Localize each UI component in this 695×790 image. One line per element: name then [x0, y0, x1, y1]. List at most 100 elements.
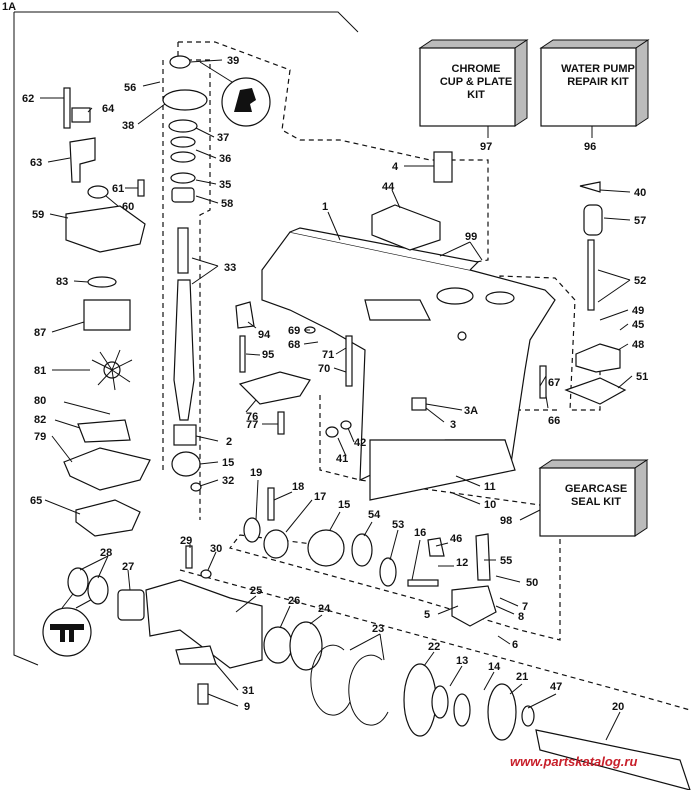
- part-washer: [170, 136, 196, 148]
- callout-80: 80: [34, 395, 46, 407]
- callout-48: 48: [632, 339, 644, 351]
- part-screw: [197, 683, 209, 705]
- callout-19: 19: [250, 467, 262, 479]
- part-ring: [170, 172, 196, 184]
- callout-50: 50: [526, 577, 538, 589]
- part-needle-bearing: [173, 424, 197, 446]
- callout-29: 29: [180, 535, 192, 547]
- callout-67: 67: [548, 377, 560, 389]
- part-pump-housing: [65, 205, 146, 253]
- frame-line-left: [13, 12, 39, 666]
- part-shift-shaft: [475, 533, 491, 581]
- callout-27: 27: [122, 561, 134, 573]
- part-o-ring: [87, 276, 117, 288]
- callout-31: 31: [242, 685, 254, 697]
- callout-71: 71: [322, 349, 334, 361]
- part-clip: [579, 181, 601, 193]
- kit-number: 98: [500, 515, 512, 527]
- part-stud: [63, 87, 71, 129]
- part-o-ring: [289, 621, 323, 671]
- callout-95: 95: [262, 349, 274, 361]
- callout-22: 22: [428, 641, 440, 653]
- kit-label-line1: CHROME: [452, 63, 501, 75]
- callout-33: 33: [224, 262, 236, 274]
- part-bearing: [171, 187, 195, 203]
- callout-28: 28: [100, 547, 112, 559]
- callout-62: 62: [22, 93, 34, 105]
- part-pin: [521, 705, 535, 727]
- driveshaft-group-outline: [177, 42, 211, 520]
- part-anode: [411, 397, 427, 411]
- seal-tool-icon: [42, 589, 99, 657]
- callout-10: 10: [484, 499, 496, 511]
- callout-7: 7: [522, 601, 528, 613]
- kit-label-line3: KIT: [467, 89, 485, 101]
- callout-18: 18: [292, 481, 304, 493]
- callout-1: 1: [322, 201, 328, 213]
- part-bearing-housing: [162, 89, 208, 111]
- callout-3: 3: [450, 419, 456, 431]
- callout-4: 4: [392, 161, 399, 173]
- kit-number: 97: [480, 141, 492, 153]
- callout-13: 13: [456, 655, 468, 667]
- part-bearing-cup: [351, 533, 373, 567]
- kit-box-gearcase-seal: GEARCASE SEAL KIT 98: [500, 459, 649, 537]
- part-bellows: [583, 204, 603, 236]
- callout-64: 64: [102, 103, 115, 115]
- part-trim-tab: [238, 371, 311, 405]
- part-plate: [63, 447, 151, 491]
- part-grommet: [71, 107, 91, 123]
- diagram-id-label: 1A: [2, 1, 16, 13]
- callout-77: 77: [246, 419, 258, 431]
- part-driveshaft-upper: [177, 227, 189, 274]
- callout-99: 99: [465, 231, 477, 243]
- part-propeller-shaft: [535, 729, 691, 790]
- callout-81: 81: [34, 365, 46, 377]
- callout-14: 14: [488, 661, 501, 673]
- callout-53: 53: [392, 519, 404, 531]
- kit-number: 96: [584, 141, 596, 153]
- part-bearing: [263, 626, 293, 664]
- part-reverse-gear-bearing: [403, 663, 437, 737]
- kit-label-line2: CUP & PLATE: [440, 76, 512, 88]
- kit-label-line1: GEARCASE: [565, 483, 627, 495]
- part-shift-lever: [427, 537, 445, 557]
- part-pinion-gear: [171, 451, 201, 477]
- part-cup: [169, 55, 191, 69]
- callout-56: 56: [124, 82, 136, 94]
- part-shift-rod: [587, 239, 595, 311]
- callout-65: 65: [30, 495, 42, 507]
- part-screw: [539, 365, 547, 399]
- callout-51: 51: [636, 371, 648, 383]
- part-shift-housing: [575, 343, 621, 373]
- callout-41: 41: [336, 453, 348, 465]
- part-bearing: [117, 589, 145, 621]
- callout-2: 2: [226, 436, 232, 448]
- callout-36: 36: [219, 153, 231, 165]
- callout-46: 46: [450, 533, 462, 545]
- callout-35: 35: [219, 179, 231, 191]
- callout-59: 59: [32, 209, 44, 221]
- gearcase-housing: [261, 227, 556, 501]
- part-nut: [190, 482, 202, 492]
- callout-79: 79: [34, 431, 46, 443]
- part-pin: [267, 487, 275, 521]
- part-seal: [67, 567, 89, 597]
- callout-30: 30: [210, 543, 222, 555]
- callout-82: 82: [34, 414, 46, 426]
- part-retaining-ring: [310, 644, 351, 716]
- callout-16: 16: [414, 527, 426, 539]
- callout-40: 40: [634, 187, 646, 199]
- part-cradle: [407, 579, 439, 587]
- lubricant-tool-icon: [199, 61, 271, 127]
- callout-5: 5: [424, 609, 430, 621]
- part-screw: [137, 179, 145, 197]
- part-gasket: [77, 419, 131, 443]
- callout-70: 70: [318, 363, 330, 375]
- callout-83: 83: [56, 276, 68, 288]
- part-retainer-plate: [175, 645, 217, 665]
- part-seal: [87, 575, 109, 605]
- part-washer: [340, 420, 352, 430]
- gearcase-group-outline: [228, 395, 561, 641]
